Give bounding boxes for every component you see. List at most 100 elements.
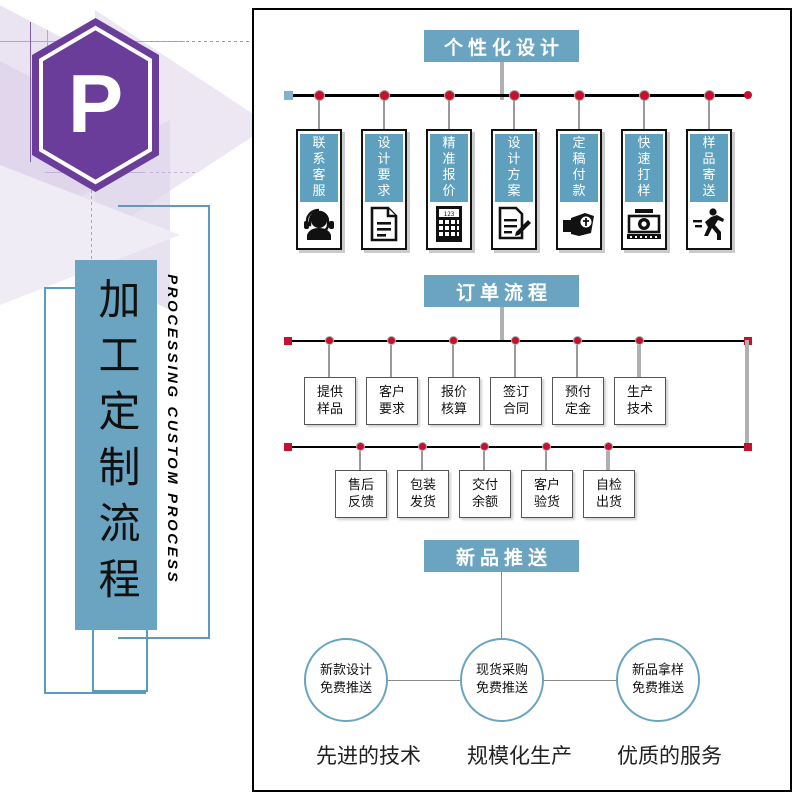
- order-step-box[interactable]: 交付余额: [459, 470, 511, 518]
- order-box-stem: [452, 345, 454, 377]
- running-delivery-icon: [690, 202, 728, 246]
- design-step-label: 精准报价: [430, 134, 468, 202]
- hand-payment-icon: [560, 202, 598, 246]
- order-box-stem: [359, 451, 361, 470]
- design-step-card[interactable]: 设计要求: [361, 129, 407, 250]
- order-box-stem: [483, 451, 485, 470]
- headset-support-icon: [300, 202, 338, 246]
- section-heading-design: 个性化设计: [424, 30, 579, 62]
- timeline-dot: [511, 336, 520, 345]
- order-step-label: 自检出货: [595, 478, 622, 510]
- design-step-card[interactable]: 设计方案: [491, 129, 537, 250]
- main-title-bar: 加工定制流程: [75, 260, 157, 630]
- order-step-box[interactable]: 客户验货: [521, 470, 573, 518]
- main-title-en: PROCESSING CUSTOM PROCESS: [165, 274, 181, 585]
- order-box-stem: [390, 345, 392, 377]
- main-title-en-wrap: PROCESSING CUSTOM PROCESS: [160, 274, 186, 613]
- order-step-box[interactable]: 报价核算: [428, 377, 480, 425]
- section-heading-newproduct: 新品推送: [424, 540, 579, 572]
- timeline-dot: [635, 336, 644, 345]
- order-step-box[interactable]: 签订合同: [490, 377, 542, 425]
- order-step-box[interactable]: 预付定金: [552, 377, 604, 425]
- timeline-dot: [449, 336, 458, 345]
- design-step-card[interactable]: 联系客服: [296, 129, 342, 250]
- order-box-stem: [514, 345, 516, 377]
- timeline-start-marker-order-bottom: [284, 443, 292, 451]
- document-pen-icon: [495, 202, 533, 246]
- push-circle-label: 新品拿样免费推送: [631, 663, 684, 696]
- order-step-box[interactable]: 提供样品: [304, 377, 356, 425]
- order-step-label: 客户验货: [533, 478, 560, 510]
- svg-text:123: 123: [444, 211, 455, 218]
- design-step-label: 设计要求: [365, 134, 403, 202]
- document-icon: [365, 202, 403, 246]
- order-step-label: 售后反馈: [347, 478, 374, 510]
- decorative-dotted-connector: [91, 190, 92, 262]
- hexagon-logo: P: [28, 15, 163, 195]
- push-circle[interactable]: 新品拿样免费推送: [616, 638, 700, 722]
- footer-item: 优质的服务: [617, 744, 722, 768]
- calculator-icon: 123: [430, 202, 468, 246]
- heading-stem-order: [500, 307, 504, 342]
- order-step-box[interactable]: 包装发货: [397, 470, 449, 518]
- flow-diagram-panel: 个性化设计 联系客服 设计要求: [252, 8, 792, 792]
- card-stem: [513, 100, 515, 137]
- card-stem: [448, 100, 450, 137]
- order-box-stem: [545, 451, 547, 470]
- timeline-end-marker-design: [744, 91, 752, 99]
- design-step-card[interactable]: 样品寄送: [686, 129, 732, 250]
- design-step-label: 定稿付款: [560, 134, 598, 202]
- card-stem: [318, 100, 320, 137]
- push-circle-label: 现货采购免费推送: [475, 663, 528, 696]
- order-box-stem: [637, 345, 641, 377]
- timeline-dot: [480, 442, 489, 451]
- title-frame-outer-right: [118, 205, 210, 639]
- order-step-box[interactable]: 售后反馈: [335, 470, 387, 518]
- order-right-connector: [745, 340, 749, 448]
- push-circle[interactable]: 新款设计免费推送: [304, 638, 388, 722]
- footer-item: 规模化生产: [467, 744, 572, 768]
- timeline-dot: [387, 336, 396, 345]
- card-stem: [708, 100, 710, 137]
- decorative-vline-1: [30, 22, 31, 162]
- order-step-box[interactable]: 客户要求: [366, 377, 418, 425]
- timeline-start-marker-design: [284, 91, 293, 100]
- order-box-stem: [328, 345, 330, 377]
- timeline-dot: [542, 442, 551, 451]
- timeline-order-bottom: [289, 446, 749, 448]
- design-step-label: 设计方案: [495, 134, 533, 202]
- order-step-label: 签订合同: [502, 385, 529, 417]
- timeline-dot: [418, 442, 427, 451]
- section-heading-order: 订单流程: [424, 275, 579, 307]
- design-step-label: 联系客服: [300, 134, 338, 202]
- timeline-start-marker-order-top: [284, 337, 292, 345]
- left-branding-panel: P 加工定制流程 PROCESSING CUSTOM PROCESS: [0, 0, 252, 800]
- design-step-card[interactable]: 快速打样: [621, 129, 667, 250]
- order-box-stem: [576, 345, 578, 377]
- order-step-label: 生产技术: [626, 385, 653, 417]
- push-circle[interactable]: 现货采购免费推送: [460, 638, 544, 722]
- design-step-card[interactable]: 精准报价 123: [426, 129, 472, 250]
- order-step-label: 包装发货: [409, 478, 436, 510]
- order-step-label: 客户要求: [378, 385, 405, 417]
- timeline-dot: [573, 336, 582, 345]
- timeline-dot: [604, 442, 613, 451]
- order-box-stem: [421, 451, 423, 470]
- newproduct-arrow-stem: [501, 572, 502, 650]
- design-step-card[interactable]: 定稿付款: [556, 129, 602, 250]
- timeline-end-marker-order-bottom: [744, 443, 752, 451]
- order-step-box[interactable]: 生产技术: [614, 377, 666, 425]
- main-title-cn: 加工定制流程: [92, 277, 141, 613]
- order-step-label: 预付定金: [564, 385, 591, 417]
- footer-item: 先进的技术: [316, 744, 421, 768]
- design-step-label: 样品寄送: [690, 134, 728, 202]
- order-box-stem: [606, 451, 610, 470]
- heading-stem-design: [500, 62, 504, 100]
- order-step-label: 交付余额: [471, 478, 498, 510]
- hexagon-logo-letter: P: [67, 56, 124, 150]
- circle-connector-left: [346, 680, 508, 681]
- decorative-hline-dashed-2: [150, 172, 196, 173]
- machine-icon: [625, 202, 663, 246]
- card-stem: [643, 100, 645, 137]
- order-step-box[interactable]: 自检出货: [583, 470, 635, 518]
